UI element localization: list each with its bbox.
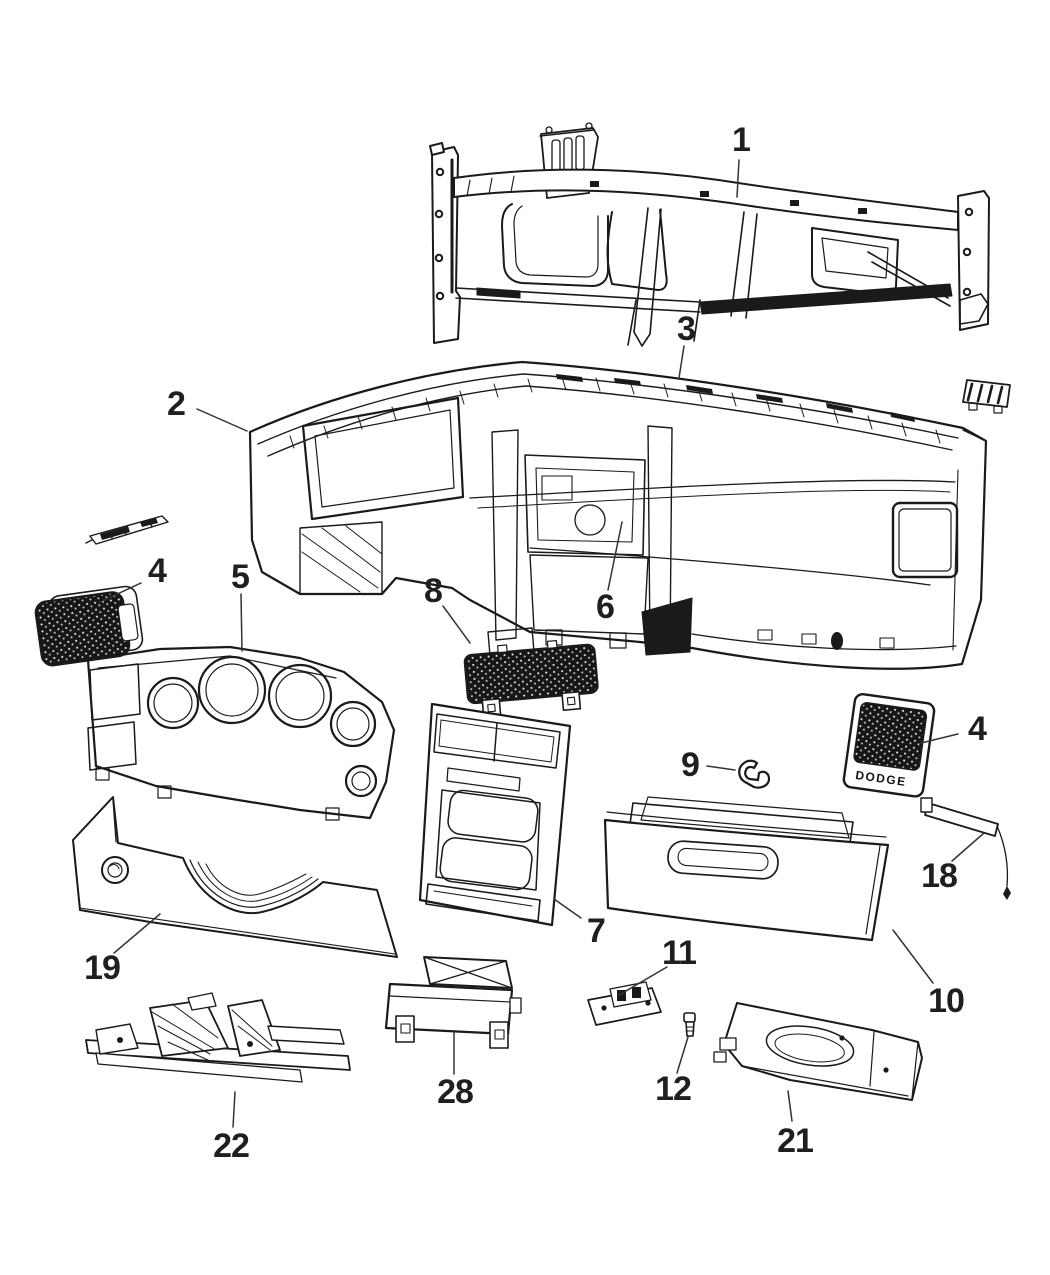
part-10-glove-box <box>603 796 890 942</box>
leader-7 <box>553 898 582 919</box>
part-22-bracket-assembly <box>85 992 351 1083</box>
leader-4-left <box>99 582 142 603</box>
part-7-center-stack-bezel <box>418 702 572 927</box>
part-21-console-bracket <box>713 1002 923 1101</box>
callout-2: 2 <box>167 385 186 423</box>
callout-18: 18 <box>921 857 958 895</box>
part-4-right-speaker-grille: DODGE <box>842 693 936 798</box>
part-18-trim-strip <box>920 797 1011 900</box>
leader-2 <box>196 408 248 432</box>
leader-12 <box>676 1036 689 1074</box>
part-5-cluster-bezel <box>86 645 396 821</box>
callout-3: 3 <box>677 310 696 348</box>
part-sill-strip <box>85 515 169 545</box>
part-9-clip <box>738 759 771 789</box>
callout-8: 8 <box>424 572 443 610</box>
leader-8 <box>442 605 471 644</box>
part-28-storage-bin <box>384 956 522 1049</box>
callout-22: 22 <box>213 1127 250 1165</box>
callout-4-right: 4 <box>968 710 987 748</box>
leader-22 <box>232 1091 236 1128</box>
callout-12: 12 <box>655 1070 692 1108</box>
leader-9 <box>706 765 736 771</box>
callout-7: 7 <box>587 912 606 950</box>
callout-21: 21 <box>777 1122 814 1160</box>
part-2-instrument-panel <box>248 360 988 670</box>
leader-11 <box>618 966 668 996</box>
callout-11: 11 <box>662 934 697 972</box>
leader-5 <box>240 593 243 652</box>
leader-lines <box>99 159 985 1128</box>
part-19-knee-bolster <box>72 796 398 958</box>
callout-6: 6 <box>596 588 615 626</box>
leader-21 <box>787 1090 793 1122</box>
part-1-crossbeam <box>429 122 990 347</box>
part-8-center-grille <box>463 639 599 719</box>
callout-9: 9 <box>681 746 700 784</box>
part-12-clip <box>683 1012 696 1037</box>
part-demister-vent <box>962 379 1011 414</box>
leader-4-right <box>920 733 959 744</box>
leader-18 <box>951 832 985 862</box>
leader-19 <box>113 913 161 954</box>
callout-5: 5 <box>231 558 250 596</box>
leader-10 <box>892 929 934 984</box>
callout-10: 10 <box>928 982 965 1020</box>
callout-28: 28 <box>437 1073 474 1111</box>
callout-19: 19 <box>84 949 121 987</box>
leader-3 <box>678 345 685 379</box>
leader-6 <box>607 521 623 591</box>
callout-4-left: 4 <box>148 552 167 590</box>
leader-1 <box>736 159 740 198</box>
callout-1: 1 <box>732 121 751 159</box>
part-4-left-vent-grille <box>34 585 144 667</box>
part-11-latch <box>587 981 662 1026</box>
